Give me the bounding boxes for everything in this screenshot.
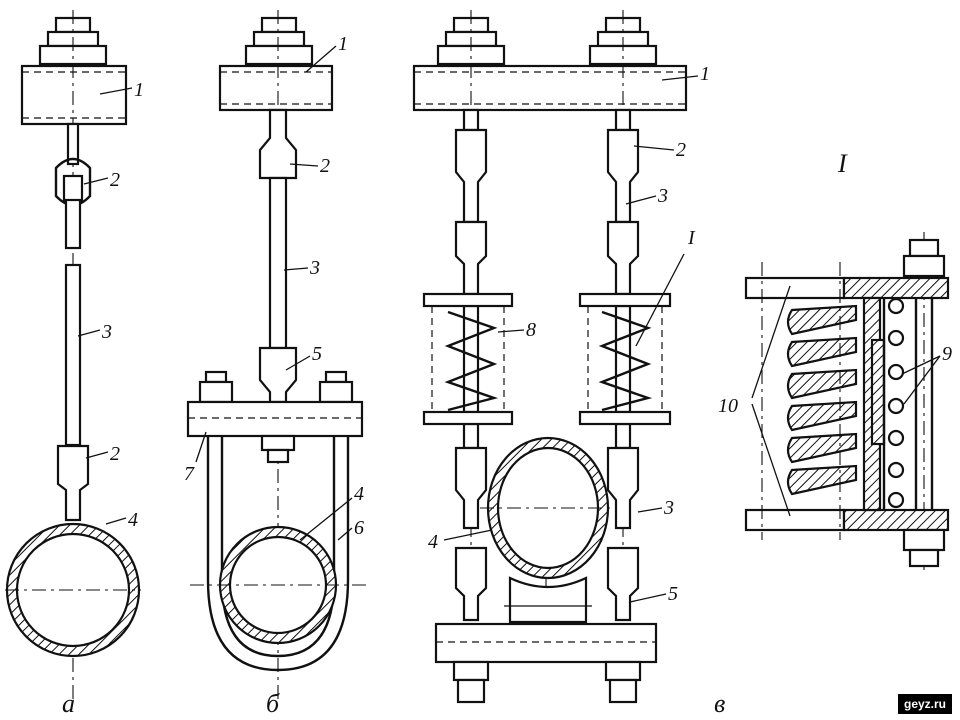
label-v-I: I xyxy=(687,227,696,249)
label-v-2: 2 xyxy=(676,139,686,161)
caption-b: б xyxy=(266,689,280,718)
plate-b xyxy=(186,400,364,438)
label-b-1: 1 xyxy=(338,33,348,55)
label-v-1: 1 xyxy=(700,63,710,85)
view-v xyxy=(412,10,688,704)
top-nut-b xyxy=(244,16,314,66)
view-a xyxy=(5,10,141,700)
view-b xyxy=(186,10,366,700)
left-column-v xyxy=(454,108,488,622)
beam-b xyxy=(218,64,334,112)
label-a-3: 3 xyxy=(101,321,112,343)
rod-b xyxy=(268,176,288,350)
label-a-1: 1 xyxy=(134,79,144,101)
label-a-2-top: 2 xyxy=(110,169,120,191)
label-v-3-top: 3 xyxy=(657,185,668,207)
beam-v xyxy=(412,64,688,112)
label-v-4: 4 xyxy=(428,531,438,553)
leader-lines xyxy=(77,45,699,603)
label-v-5: 5 xyxy=(668,583,678,605)
coil-hatched xyxy=(786,304,858,496)
watermark: geyz.ru xyxy=(897,694,952,714)
spring-sections xyxy=(887,297,905,509)
bottom-plate-v xyxy=(434,622,658,664)
label-b-7: 7 xyxy=(184,463,195,485)
bottom-nuts-v xyxy=(452,660,642,704)
u-bolt-b xyxy=(206,436,350,672)
detail-i xyxy=(744,232,950,570)
label-b-6: 6 xyxy=(354,517,364,539)
caption-a: а xyxy=(62,689,75,718)
view-captions: а б в I xyxy=(62,149,848,718)
rod-a xyxy=(64,263,82,447)
part-labels: 1 2 3 2 4 1 2 3 5 4 6 7 1 2 3 I 8 3 4 5 … xyxy=(101,33,952,605)
label-detail-9: 9 xyxy=(942,343,952,365)
label-v-3-bottom: 3 xyxy=(663,497,674,519)
label-b-2: 2 xyxy=(320,155,330,177)
spring-left xyxy=(444,310,499,412)
label-b-3: 3 xyxy=(309,257,320,279)
label-a-4: 4 xyxy=(128,509,138,531)
label-a-2-bottom: 2 xyxy=(110,443,120,465)
caption-v: в xyxy=(714,689,725,718)
label-detail-10: 10 xyxy=(718,395,738,417)
label-b-5: 5 xyxy=(312,343,322,365)
caption-detail: I xyxy=(837,149,848,178)
spring-right xyxy=(598,310,653,412)
label-b-4: 4 xyxy=(354,483,364,505)
beam-a xyxy=(20,64,128,126)
label-v-8: 8 xyxy=(526,319,536,341)
